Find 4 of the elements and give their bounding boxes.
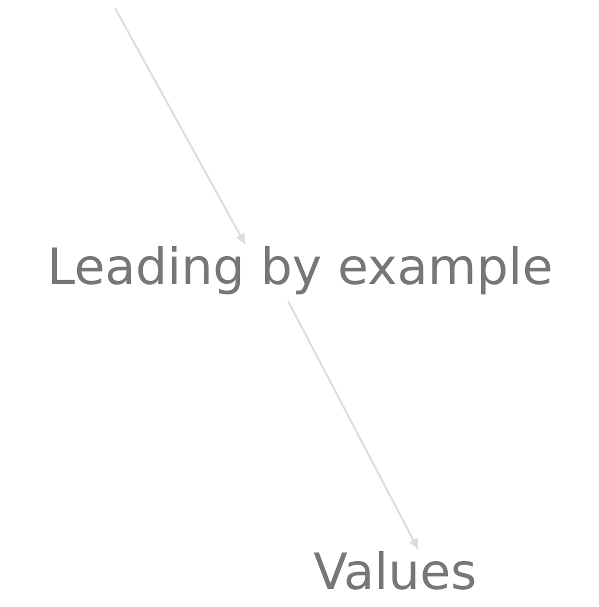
arrow bbox=[114, 8, 246, 244]
arrow bbox=[287, 300, 419, 550]
label-text: Values bbox=[313, 545, 477, 600]
label-text: Leading by example bbox=[47, 240, 553, 295]
